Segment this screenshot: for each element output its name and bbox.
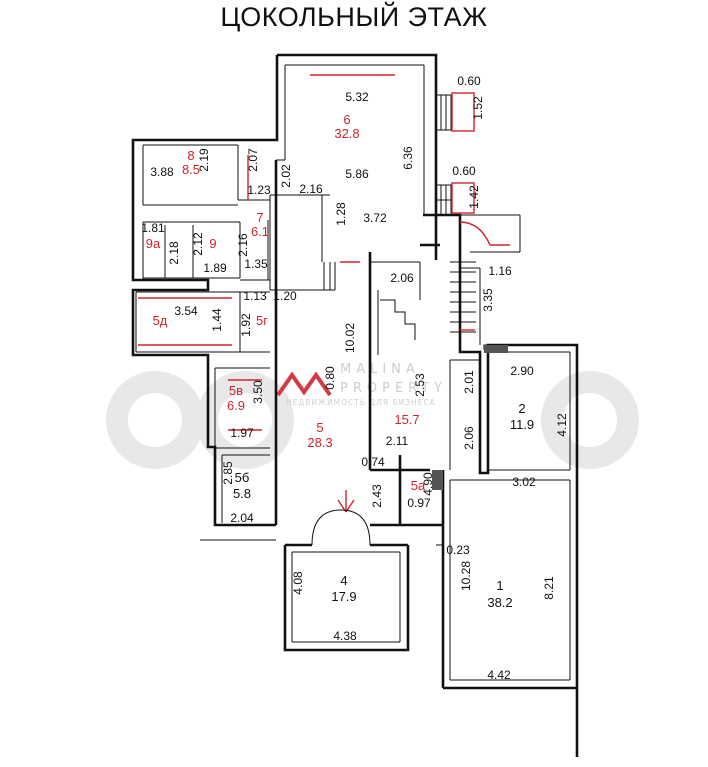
- annotations: [138, 74, 510, 546]
- room-5b-number: 5б: [235, 470, 250, 485]
- dim: 2.11: [386, 434, 409, 448]
- dim: 3.02: [512, 475, 536, 489]
- dim: 3.35: [481, 288, 495, 312]
- dim: 1.97: [230, 426, 254, 440]
- room-7-number: 7: [256, 210, 263, 225]
- dim: 2.16: [299, 182, 323, 196]
- room-labels: 6 32.8 8 8.5 7 6.1 9а 9 5д 5г 5в 6.9 5б …: [146, 112, 534, 610]
- dim: 1.44: [210, 308, 224, 332]
- dim: 1.16: [488, 264, 512, 278]
- watermark-line3: НЕДВИЖИМОСТЬ ДЛЯ БИЗНЕСА: [286, 398, 436, 407]
- logo-icon: [276, 371, 332, 397]
- room-5-number: 5: [316, 420, 323, 435]
- room-1-number: 1: [496, 578, 503, 593]
- dim: 5.32: [345, 90, 369, 104]
- room-7-area: 6.1: [251, 224, 269, 239]
- room-5g-number: 5г: [256, 313, 268, 328]
- dim: 0.74: [361, 455, 385, 469]
- dim: 2.18: [167, 241, 181, 265]
- room-3-area: 15.7: [394, 412, 419, 427]
- dim: 2.07: [246, 148, 260, 172]
- dim: 2.06: [462, 426, 476, 450]
- room-6-area: 32.8: [334, 126, 359, 141]
- dim: 1.89: [203, 261, 227, 275]
- dim: 4.90: [421, 472, 435, 496]
- room-8-area: 8.5: [182, 162, 200, 177]
- walls: [131, 53, 579, 757]
- room-9-number: 9: [209, 236, 216, 251]
- dim: 8.21: [542, 576, 556, 600]
- dim: 1.20: [273, 289, 297, 303]
- dim: 1.23: [247, 183, 271, 197]
- dim: 1.52: [471, 96, 485, 120]
- dim: 2.12: [191, 232, 205, 256]
- dim: 2.43: [370, 484, 384, 508]
- dim: 2.90: [510, 364, 534, 378]
- room-4-area: 17.9: [331, 589, 356, 604]
- stairs-icon: [323, 95, 508, 490]
- dim: 2.04: [230, 511, 254, 525]
- dim: 2.02: [279, 164, 293, 188]
- dim: 1.92: [239, 313, 253, 337]
- dim: 2.06: [390, 271, 414, 285]
- dim: 0.60: [457, 74, 481, 88]
- watermark: MALINA PROPERTY НЕДВИЖИМОСТЬ ДЛЯ БИЗНЕСА: [106, 362, 639, 469]
- dim: 4.08: [291, 571, 305, 595]
- room-2-area: 11.9: [510, 417, 534, 432]
- dim: 0.23: [446, 543, 470, 557]
- dim: 0.60: [452, 164, 476, 178]
- dim: 3.72: [363, 211, 387, 225]
- room-5v-number: 5в: [229, 383, 243, 398]
- room-5-area: 28.3: [307, 435, 332, 450]
- dim: 6.36: [401, 146, 415, 170]
- room-5d-number: 5д: [153, 313, 168, 328]
- dim: 10.28: [459, 561, 473, 591]
- dim: 1.42: [467, 185, 481, 209]
- page-title: ЦОКОЛЬНЫЙ ЭТАЖ: [220, 2, 488, 32]
- room-9a-number: 9а: [146, 236, 161, 251]
- watermark-line2: PROPERTY: [340, 381, 447, 396]
- dim: 2.01: [462, 370, 476, 394]
- dim: 1.35: [244, 257, 268, 271]
- watermark-line1: MALINA: [340, 362, 420, 377]
- dim: 5.86: [345, 167, 369, 181]
- room-2-number: 2: [518, 401, 525, 416]
- dim: 3.88: [150, 165, 174, 179]
- dim: 2.85: [221, 461, 235, 485]
- room-5a-number: 5а: [411, 478, 426, 493]
- dim: 3.50: [251, 380, 265, 404]
- dim: 2.16: [236, 233, 250, 257]
- dim: 4.12: [555, 413, 569, 437]
- dim: 1.28: [334, 202, 348, 226]
- dim: 1.13: [243, 289, 267, 303]
- room-8-number: 8: [187, 148, 194, 163]
- dim: 2.53: [413, 373, 427, 397]
- dim: 0.80: [323, 366, 337, 390]
- dim: 4.38: [333, 629, 357, 643]
- dim: 2.19: [197, 148, 211, 172]
- room-5b-area: 5.8: [233, 486, 251, 501]
- room-5v-area: 6.9: [227, 398, 245, 413]
- dim: 4.42: [487, 668, 511, 682]
- dim: 10.02: [343, 323, 357, 353]
- room-6-number: 6: [343, 112, 350, 127]
- dim: 3.54: [174, 304, 198, 318]
- dimension-labels: 5.32 6.36 5.86 2.02 2.16 3.72 1.28 0.60 …: [141, 74, 569, 682]
- dim: 0.97: [407, 496, 431, 510]
- room-1-area: 38.2: [487, 595, 512, 610]
- dim: 1.81: [141, 221, 165, 235]
- room-4-number: 4: [340, 573, 347, 588]
